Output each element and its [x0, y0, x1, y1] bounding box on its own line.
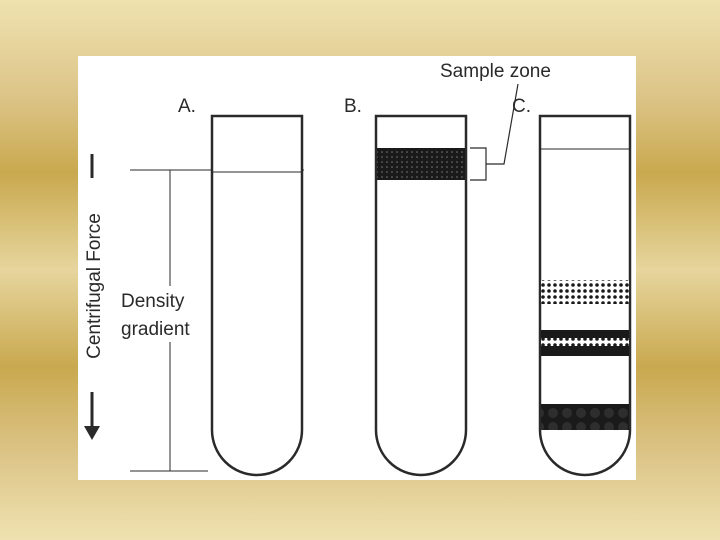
- tube-c-label: C.: [512, 96, 531, 117]
- axis-label: Centrifugal Force: [84, 213, 105, 359]
- separated-band-2: [541, 330, 629, 338]
- tube-c: C.: [512, 96, 632, 477]
- density-label-line1: Density: [121, 291, 185, 312]
- sample-zone-callout: Sample zone: [440, 61, 551, 181]
- sample-zone-bracket: [470, 83, 519, 181]
- arrow-down-icon: [84, 426, 100, 440]
- sample-zone-band: [377, 148, 465, 180]
- separated-band-1: [541, 280, 629, 304]
- separated-band-2b: [541, 338, 629, 346]
- sample-zone-label: Sample zone: [440, 61, 551, 82]
- tube-b-label: B.: [344, 96, 362, 117]
- density-gradient-bracket: Density gradient: [118, 169, 304, 472]
- tube-a-outline: [210, 114, 304, 477]
- centrifugal-force-axis: Centrifugal Force: [84, 154, 105, 440]
- density-label-line2: gradient: [121, 319, 190, 340]
- tube-a-label: A.: [178, 96, 196, 117]
- separated-band-2c: [541, 346, 629, 356]
- tube-a: A.: [178, 96, 304, 477]
- separated-band-3: [541, 404, 629, 430]
- tube-b: B.: [344, 96, 468, 477]
- tube-b-outline: [374, 114, 468, 477]
